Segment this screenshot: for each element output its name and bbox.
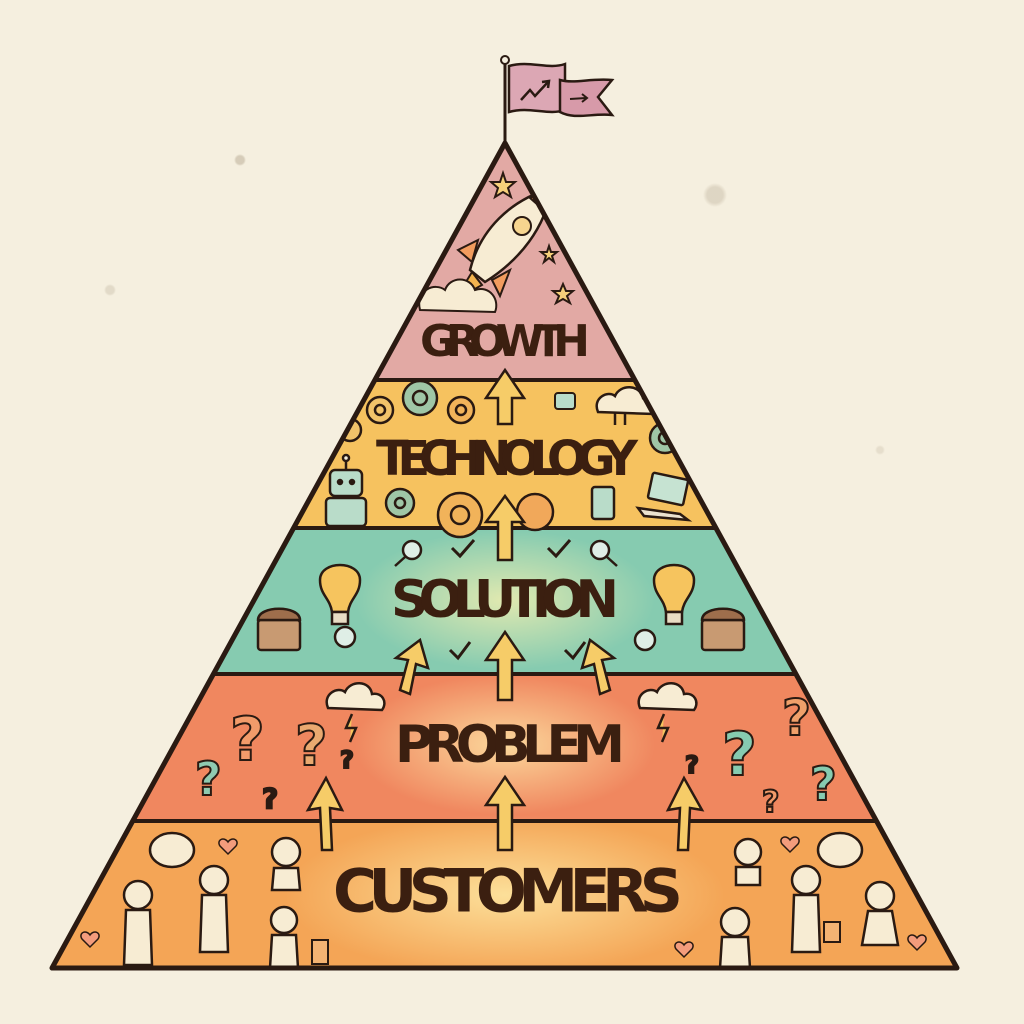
pyramid-outline [49,140,960,971]
magnifying-glass-icon [333,539,657,652]
svg-text:?: ? [295,714,327,779]
lightbulb-icon [318,563,696,626]
svg-text:?: ? [762,785,779,820]
svg-text:?: ? [810,757,837,811]
person-waving-icon [122,836,900,968]
small-robot-icon [554,392,576,410]
layer-label-solution: SOLUTION [391,570,619,630]
svg-text:?: ? [722,720,757,790]
layer-label-growth: GROWTH [420,316,590,367]
upward-arrow-icon [305,367,705,852]
svg-text:?: ? [195,752,222,806]
storm-cloud-icon [325,682,698,743]
layer-label-customers: CUSTOMERS [333,857,683,927]
shopping-bag-icon [311,921,841,965]
svg-text:?: ? [685,751,699,779]
layer-label-technology: TECHNOLOGY [376,431,639,487]
speech-bubble-icon [148,831,864,869]
robot-icon [324,453,368,528]
heart-icon [80,836,927,959]
layer-label-problem: PROBLEM [395,715,625,775]
question-mark-icon: ? ? ? ? ? ? ? ? ? ? [194,688,838,821]
flag-icon [500,55,615,143]
checkmark-icon [448,539,587,661]
svg-text:?: ? [262,782,278,815]
tablet-icon [590,485,616,521]
treasure-chest-icon [256,607,746,652]
svg-text:?: ? [230,705,265,775]
smoke-cloud-icon [418,278,498,314]
svg-text:?: ? [340,746,354,774]
star-icon [488,169,576,306]
laptop-icon [635,471,693,522]
